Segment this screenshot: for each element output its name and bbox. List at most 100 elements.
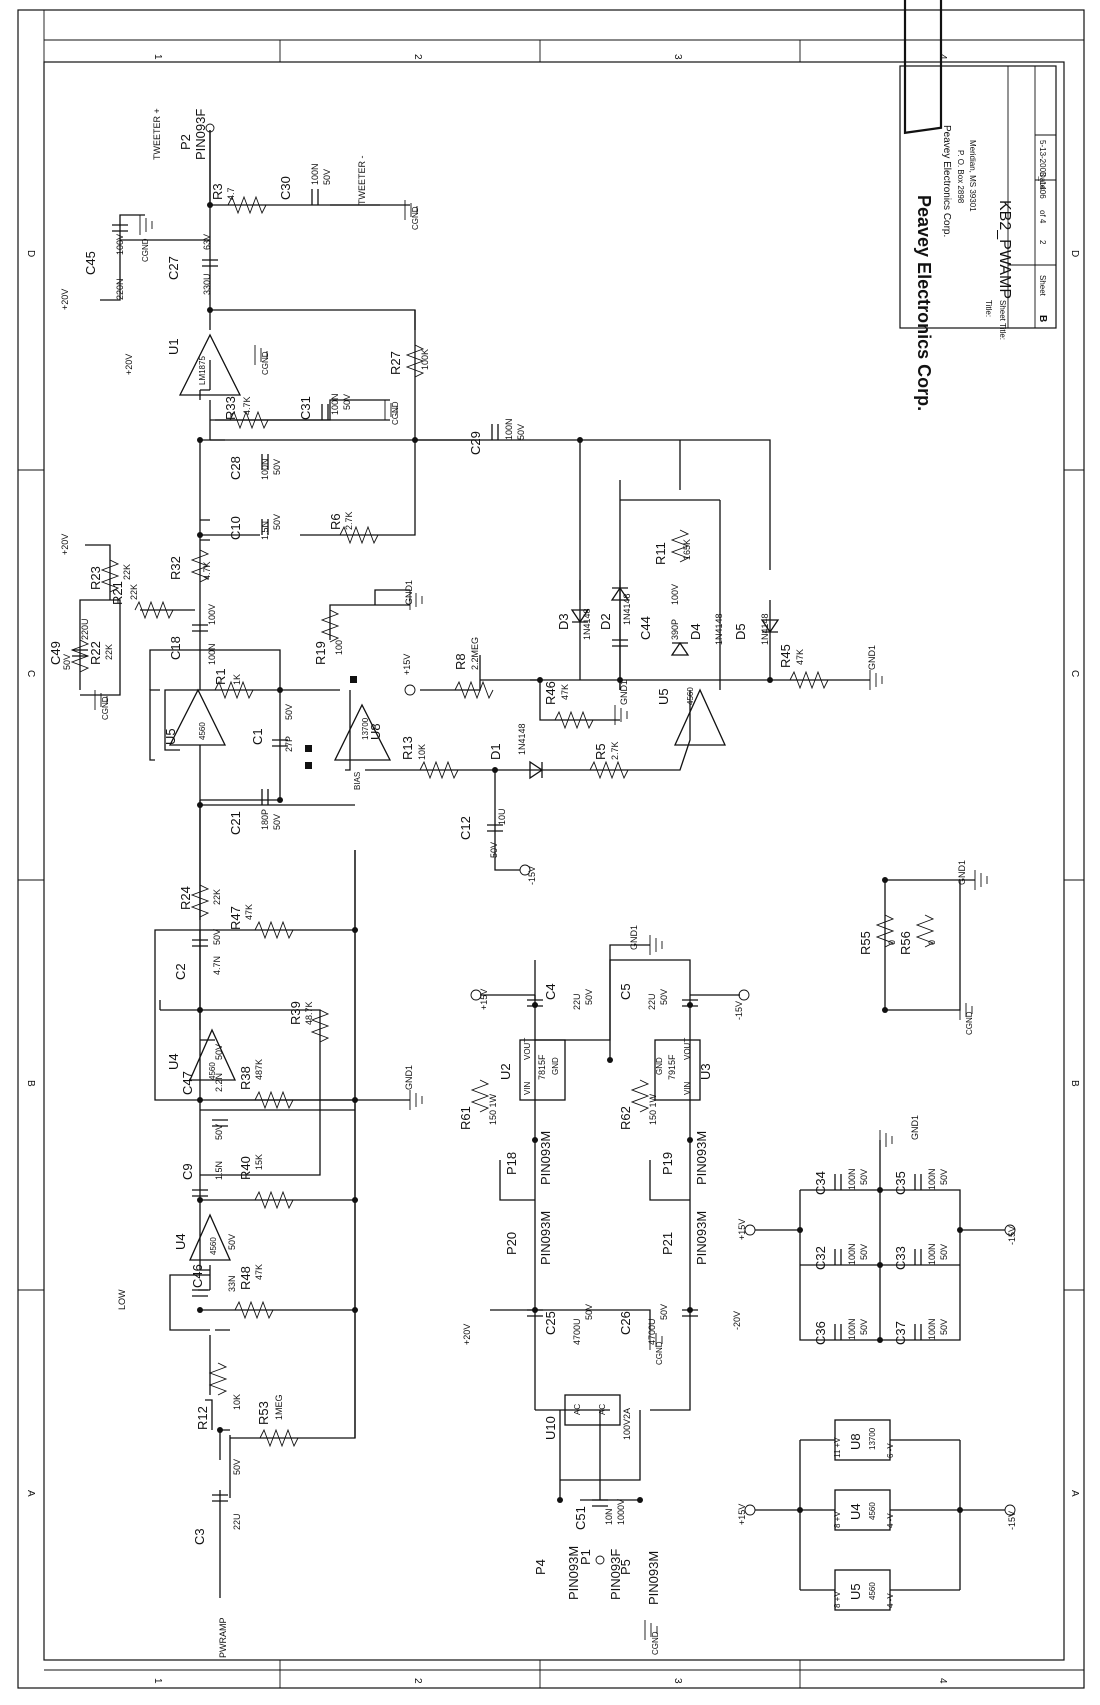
r38-symbol xyxy=(254,1090,294,1110)
u4-power-box xyxy=(834,1489,891,1531)
c34-value: 100N xyxy=(847,1168,857,1190)
u8p-value: 13700 xyxy=(868,1427,877,1450)
c33-ref: C33 xyxy=(893,1246,908,1270)
row-label-a: A xyxy=(1069,1490,1080,1497)
r47-symbol xyxy=(254,920,294,940)
r23-symbol xyxy=(100,559,120,593)
r11-symbol xyxy=(670,529,690,563)
u8p-pos: 11 +V xyxy=(833,1437,842,1458)
r3-value: 4.7 xyxy=(226,187,236,200)
u10-box xyxy=(564,1394,621,1426)
r45-symbol xyxy=(789,670,829,690)
r61-ref: R61 xyxy=(458,1106,473,1130)
p15v-terminal-decoup xyxy=(744,1224,756,1236)
c9-voltage: 50V xyxy=(214,1124,224,1140)
gnd1-r19 xyxy=(409,590,423,610)
col-label-1: 1 xyxy=(152,54,163,60)
d5-value: 1N4148 xyxy=(760,613,770,645)
c26-voltage: 50V xyxy=(659,1304,669,1320)
drawing-title: KB2_PWAMP xyxy=(996,200,1013,299)
c31-voltage: 50V xyxy=(342,394,352,410)
c18-symbol xyxy=(192,624,208,632)
u8-value: 13700 xyxy=(361,717,370,740)
col-label-3: 3 xyxy=(672,54,683,60)
c2-value: 4.7N xyxy=(212,956,222,975)
net-p20v-c45: +20V xyxy=(60,289,70,310)
r48-symbol xyxy=(234,1300,274,1320)
c27-value: 330U xyxy=(202,273,212,295)
col-label-bottom-3: 3 xyxy=(672,1678,683,1684)
r46-value: 47K xyxy=(560,684,570,700)
net-cgnd-tweeter: CGND xyxy=(411,206,420,230)
c26-symbol xyxy=(682,1309,698,1317)
p18-ref-visible: P18 xyxy=(504,1152,519,1175)
d1-symbol xyxy=(529,760,544,780)
u4p-ref: U4 xyxy=(848,1503,863,1520)
cgnd-c49 xyxy=(94,690,108,710)
r19-value: 100 xyxy=(334,640,344,655)
p21-value: PIN093M xyxy=(694,1211,709,1265)
d2-symbol xyxy=(610,586,630,601)
u5b-triangle xyxy=(673,688,727,746)
c49-symbol xyxy=(72,649,88,657)
c46-value: 33N xyxy=(227,1275,237,1292)
c45-voltage: 100V xyxy=(115,234,125,255)
c34-symbol xyxy=(834,1174,842,1190)
r53-value: 1MEG xyxy=(274,1394,284,1420)
u5-power-box xyxy=(834,1569,891,1611)
c51-ref: C51 xyxy=(573,1506,588,1530)
c30-voltage: 50V xyxy=(322,169,332,185)
c4-voltage: 50V xyxy=(584,989,594,1005)
c3-value: 22U xyxy=(232,1513,242,1530)
u4a-ref: U4 xyxy=(173,1233,188,1250)
net-gnd1-c35: GND1 xyxy=(910,1115,920,1140)
c2-voltage: 50V xyxy=(212,929,222,945)
r22-ref: R22 xyxy=(88,641,103,665)
row-label-c: C xyxy=(1069,670,1080,677)
r39-value: 48.7K xyxy=(304,1001,314,1025)
r13-symbol xyxy=(419,760,459,780)
gnd1-r38 xyxy=(409,1090,423,1110)
net-p20v-c25: +20V xyxy=(462,1324,472,1345)
cgnd-c31 xyxy=(384,400,398,420)
c12-symbol xyxy=(487,824,503,832)
net-cgnd-c45: CGND xyxy=(141,238,150,262)
c25-value: 4700U xyxy=(572,1318,582,1345)
c31-symbol xyxy=(321,404,329,420)
c18-ref: C18 xyxy=(168,636,183,660)
sheet-number: 2 xyxy=(1038,240,1047,245)
row-label-left-d: D xyxy=(25,250,36,257)
c49-ref: C49 xyxy=(48,641,63,665)
r1-symbol xyxy=(214,680,254,700)
ic-boxes xyxy=(305,676,891,1611)
title-block: Peavey Electronics Corp. Peavey Electron… xyxy=(899,0,1057,411)
r33-ref: R33 xyxy=(223,396,238,420)
u4p-neg: 4 -V xyxy=(886,1513,895,1528)
r56-symbol xyxy=(915,914,935,948)
p15v-terminal-u2 xyxy=(470,989,482,1001)
gnd1-reg xyxy=(649,935,663,955)
n15v-terminal-u3 xyxy=(738,989,750,1001)
u8-pin-marker-3 xyxy=(305,762,312,769)
c33-value: 100N xyxy=(927,1243,937,1265)
net-p15v-decoup: +15V xyxy=(737,1219,747,1240)
u2-vin: VIN xyxy=(523,1081,532,1095)
sheet-label: Sheet xyxy=(1038,275,1047,297)
r21-ref: R21 xyxy=(110,581,125,605)
r38-ref: R38 xyxy=(238,1066,253,1090)
c51-value: 10N xyxy=(604,1508,614,1525)
date-value: 5-13-2003_1406 xyxy=(1038,140,1047,199)
wires xyxy=(79,130,1005,1598)
c46-symbol xyxy=(192,1289,208,1297)
r13-ref: R13 xyxy=(400,736,415,760)
r1-ref: R1 xyxy=(213,668,228,685)
c9-symbol xyxy=(192,1189,208,1197)
c21-ref: C21 xyxy=(228,811,243,835)
r13-value: 10K xyxy=(417,744,427,760)
u8p-ref: U8 xyxy=(848,1433,863,1450)
r40-symbol xyxy=(254,1190,294,1210)
c28-voltage: 50V xyxy=(272,459,282,475)
r3-symbol xyxy=(227,195,267,215)
p5-value: PIN093M xyxy=(646,1551,661,1605)
